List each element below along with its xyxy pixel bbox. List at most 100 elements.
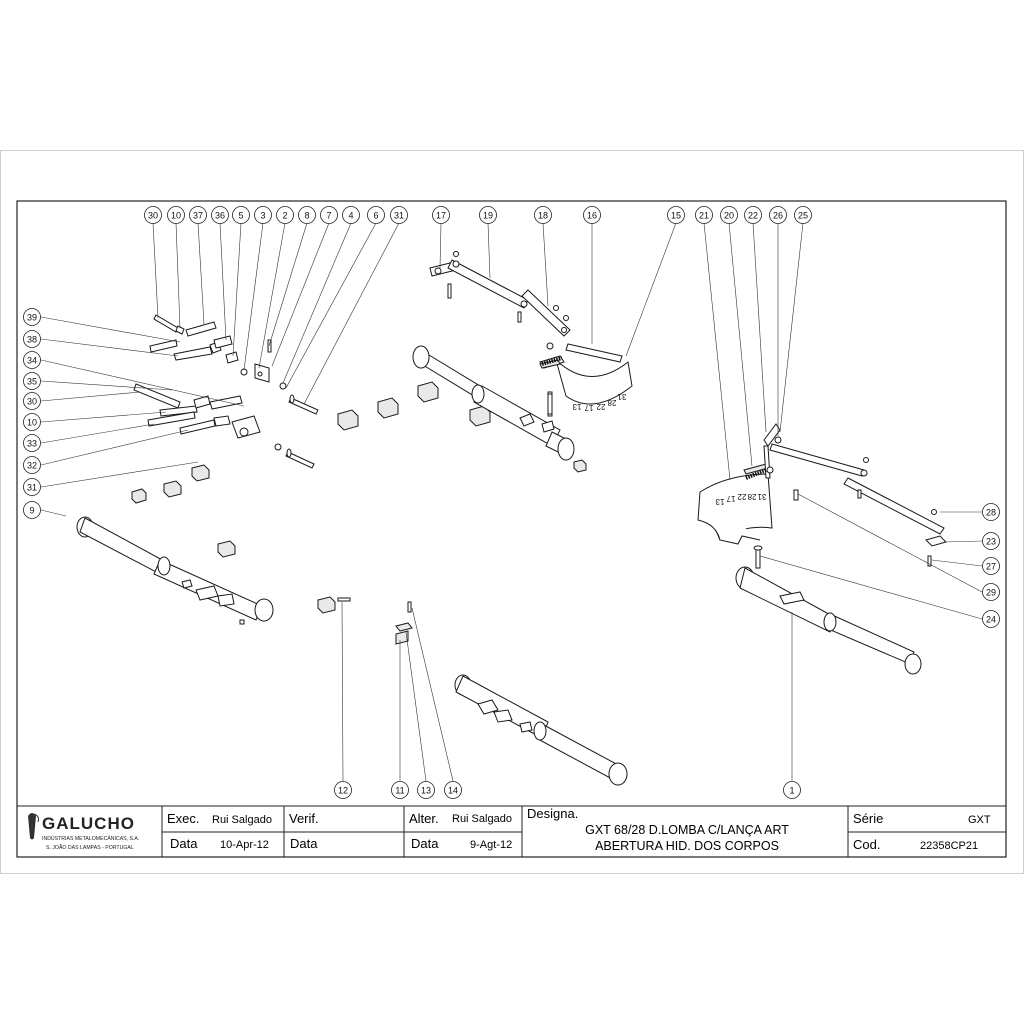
designa-label: Designa. xyxy=(527,806,578,821)
scale-label: 22 xyxy=(737,492,746,501)
part-number: 31 xyxy=(394,211,404,221)
part-number: 10 xyxy=(171,211,181,221)
part-balloon-39: 39 xyxy=(23,308,41,326)
part-number: 31 xyxy=(27,483,37,493)
part-number: 19 xyxy=(483,211,493,221)
part-balloon-29: 29 xyxy=(982,583,1000,601)
part-balloon-34: 34 xyxy=(23,351,41,369)
part-number: 13 xyxy=(421,786,431,796)
exec-value: Rui Salgado xyxy=(212,814,272,826)
part-balloon-5: 5 xyxy=(232,206,250,224)
hydraulic-cylinder-right xyxy=(735,566,922,675)
part-number: 4 xyxy=(348,211,353,221)
cod-value: 22358CP21 xyxy=(920,840,978,852)
title-block: GALUCHO INDÚSTRIAS METALOMECÂNICAS, S.A.… xyxy=(16,805,1007,858)
exec-date: 10-Apr-12 xyxy=(220,839,269,851)
hydraulic-cylinder-bottom xyxy=(454,674,628,786)
part-balloon-16: 16 xyxy=(583,206,601,224)
part-balloon-19: 19 xyxy=(479,206,497,224)
part-number: 30 xyxy=(27,397,37,407)
part-number: 28 xyxy=(986,508,996,518)
part-number: 36 xyxy=(215,211,225,221)
part-number: 18 xyxy=(538,211,548,221)
scale-label: 31 xyxy=(617,392,626,401)
part-number: 2 xyxy=(282,211,287,221)
part-balloon-32: 32 xyxy=(23,456,41,474)
hydraulic-fittings-top-left xyxy=(133,314,319,469)
part-number: 3 xyxy=(260,211,265,221)
part-number: 17 xyxy=(436,211,446,221)
part-balloon-2: 2 xyxy=(276,206,294,224)
link-bars-right xyxy=(753,443,947,569)
part-number: 6 xyxy=(373,211,378,221)
exec-date-label: Data xyxy=(170,836,198,851)
scale-labels-top: 13 17 22 28 31 xyxy=(572,392,626,412)
part-balloon-9: 9 xyxy=(23,501,41,519)
part-balloon-30: 30 xyxy=(23,392,41,410)
exec-label: Exec. xyxy=(167,811,200,826)
part-number: 35 xyxy=(27,377,37,387)
part-balloon-18: 18 xyxy=(534,206,552,224)
part-number: 30 xyxy=(148,211,158,221)
drawing-title-line2: ABERTURA HID. DOS CORPOS xyxy=(595,839,779,853)
part-balloon-17: 17 xyxy=(432,206,450,224)
part-number: 12 xyxy=(338,786,348,796)
part-number: 21 xyxy=(699,211,709,221)
part-number: 26 xyxy=(773,211,783,221)
scale-label: 31 xyxy=(757,492,766,501)
logo-line1: INDÚSTRIAS METALOMECÂNICAS, S.A. xyxy=(42,835,139,842)
logo-line2: S. JOÃO DAS LAMPAS - PORTUGAL xyxy=(46,844,134,851)
part-number: 23 xyxy=(986,537,996,547)
link-bars-top xyxy=(429,251,623,363)
part-balloon-25: 25 xyxy=(794,206,812,224)
scale-labels-right: 31 28 22 17 13 xyxy=(715,492,766,506)
outer-frame xyxy=(0,150,1024,874)
part-number: 34 xyxy=(27,356,37,366)
springs xyxy=(541,356,767,480)
part-balloon-10: 10 xyxy=(23,413,41,431)
part-number: 14 xyxy=(448,786,458,796)
hydraulic-cylinder-upper xyxy=(412,345,575,461)
part-number: 24 xyxy=(986,615,996,625)
alter-date: 9-Agt-12 xyxy=(470,839,512,851)
part-number: 11 xyxy=(395,786,404,796)
part-balloon-26: 26 xyxy=(769,206,787,224)
part-balloon-27: 27 xyxy=(982,557,1000,575)
part-balloon-21: 21 xyxy=(695,206,713,224)
part-balloon-8: 8 xyxy=(298,206,316,224)
leader-lines xyxy=(40,222,983,782)
part-number: 38 xyxy=(27,335,37,345)
part-balloon-12: 12 xyxy=(334,781,352,799)
part-balloon-1: 1 xyxy=(783,781,801,799)
scale-sector-right xyxy=(697,423,782,545)
serie-value: GXT xyxy=(968,814,991,826)
alter-label: Alter. xyxy=(409,811,439,826)
scale-label: 28 xyxy=(607,398,616,407)
verif-date-label: Data xyxy=(290,836,318,851)
alter-value: Rui Salgado xyxy=(452,813,512,825)
part-number: 1 xyxy=(789,786,794,796)
scale-label: 13 xyxy=(715,497,724,506)
part-number: 15 xyxy=(671,211,681,221)
part-number: 37 xyxy=(193,211,203,221)
part-balloon-35: 35 xyxy=(23,372,41,390)
part-number: 29 xyxy=(986,588,996,598)
exploded-parts xyxy=(76,251,947,786)
scale-sector-top xyxy=(539,355,633,415)
clamp-blocks xyxy=(131,381,587,645)
part-balloon-24: 24 xyxy=(982,610,1000,628)
part-number: 22 xyxy=(748,211,758,221)
part-balloon-37: 37 xyxy=(189,206,207,224)
scale-label: 28 xyxy=(747,492,756,501)
part-balloon-13: 13 xyxy=(417,781,435,799)
part-balloon-30: 30 xyxy=(144,206,162,224)
part-number: 8 xyxy=(304,211,309,221)
company-logo: GALUCHO INDÚSTRIAS METALOMECÂNICAS, S.A.… xyxy=(28,813,139,851)
part-balloon-23: 23 xyxy=(982,532,1000,550)
part-balloon-14: 14 xyxy=(444,781,462,799)
part-balloon-36: 36 xyxy=(211,206,229,224)
part-number: 16 xyxy=(587,211,597,221)
part-number: 32 xyxy=(27,461,37,471)
part-number: 5 xyxy=(238,211,243,221)
